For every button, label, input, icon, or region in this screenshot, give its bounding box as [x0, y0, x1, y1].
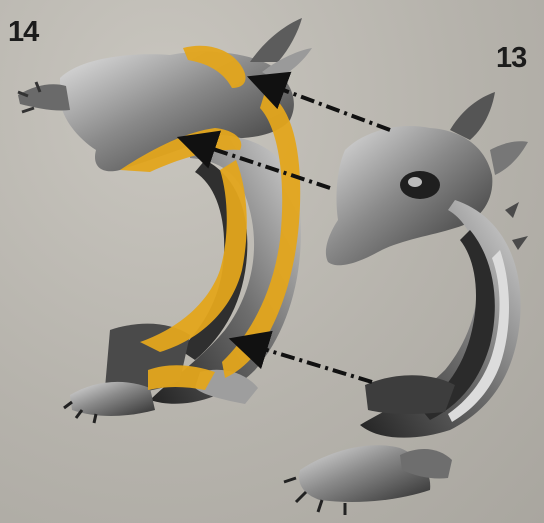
step-number-13: 13 — [496, 42, 526, 75]
arrow-lower — [244, 343, 372, 382]
assembled-dragon-piece — [18, 18, 312, 423]
separate-dragon-piece — [284, 92, 528, 515]
step-number-14: 14 — [8, 16, 38, 49]
